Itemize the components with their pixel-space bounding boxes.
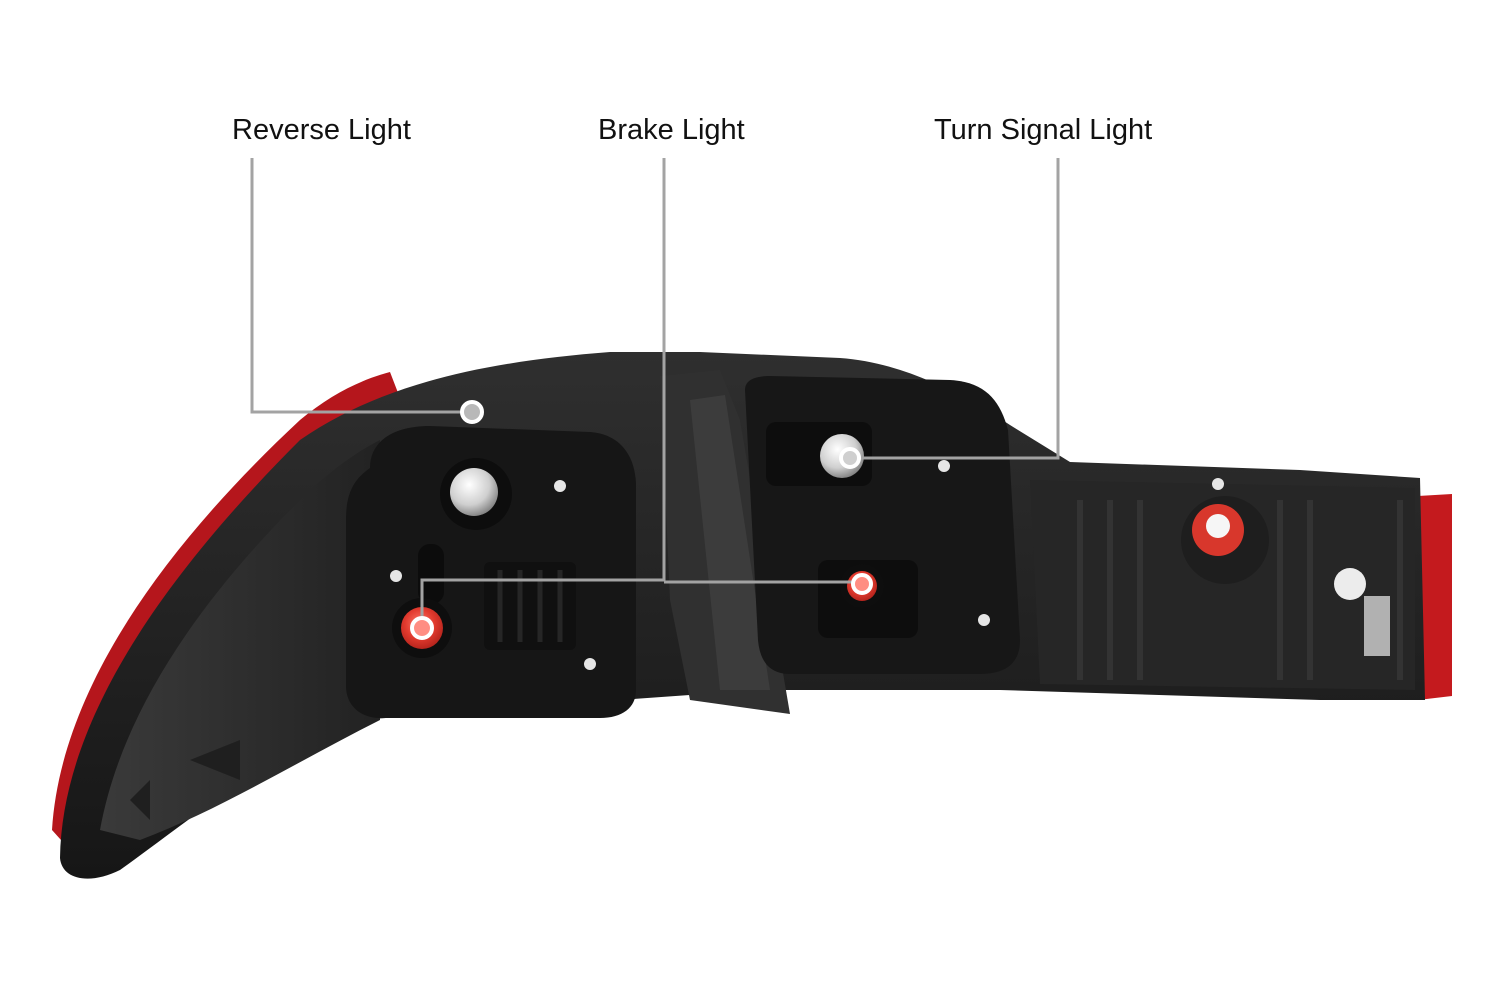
brake-light-label: Brake Light	[598, 114, 745, 146]
reverse-leader-line	[250, 158, 472, 414]
brake-leader-line	[420, 158, 666, 628]
turn-leader-line	[848, 158, 1060, 460]
turn-marker	[839, 447, 861, 469]
red-lens-end	[1418, 494, 1452, 700]
reverse-light-label: Reverse Light	[232, 114, 411, 146]
housing-left-wing	[100, 440, 380, 840]
leader-lines	[250, 158, 1060, 628]
housing-right-tray	[1030, 480, 1415, 690]
reverse-bulb-icon	[450, 468, 498, 516]
reverse-marker	[460, 400, 484, 424]
brake-marker-left	[410, 616, 434, 640]
brake-marker-right	[851, 573, 873, 595]
turn-signal-light-label: Turn Signal Light	[934, 114, 1153, 146]
